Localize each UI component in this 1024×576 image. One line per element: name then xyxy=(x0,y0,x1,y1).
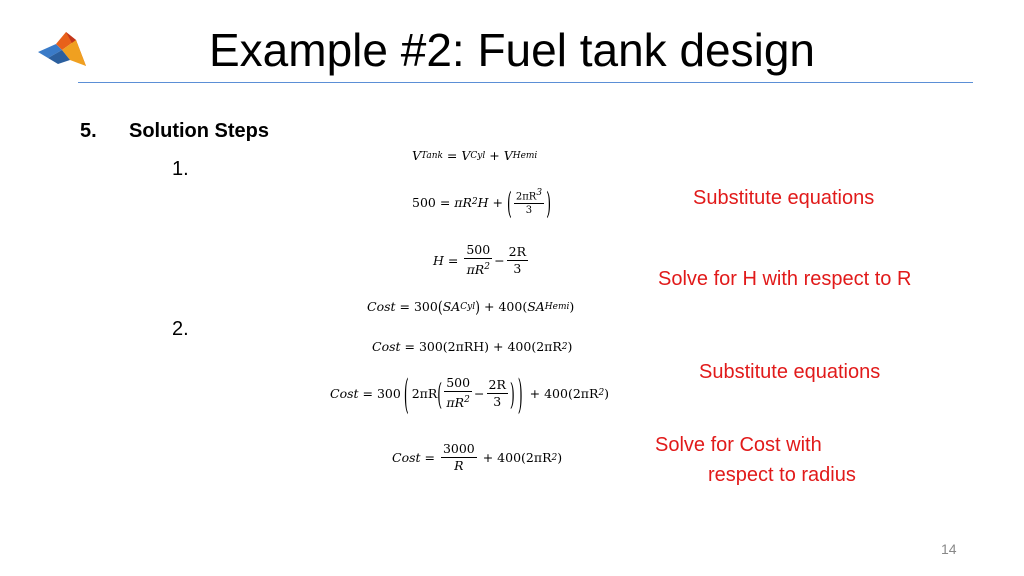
substep-1-label: 1. xyxy=(172,158,189,180)
step-title: Solution Steps xyxy=(129,120,269,142)
page-number: 14 xyxy=(941,541,957,557)
note-substitute-equations-2: Substitute equations xyxy=(699,361,881,383)
substep-2-label: 2. xyxy=(172,318,189,340)
note-substitute-equations-1: Substitute equations xyxy=(693,187,875,209)
note-solve-for-cost-line1: Solve for Cost with xyxy=(655,434,822,456)
note-solve-for-h: Solve for H with respect to R xyxy=(658,268,912,290)
equation-h: H = 500 πR2 − 2R 3 xyxy=(433,242,529,278)
step-number: 5. xyxy=(80,120,97,142)
slide-title: Example #2: Fuel tank design xyxy=(208,24,816,76)
note-solve-for-cost-line2: respect to radius xyxy=(708,464,856,486)
matlab-logo-icon xyxy=(38,32,86,66)
title-divider xyxy=(78,82,973,83)
equation-cost-substituted: Cost = 300 ( 2πR ( 500 πR2 − 2R 3 ) ) + … xyxy=(330,369,610,418)
